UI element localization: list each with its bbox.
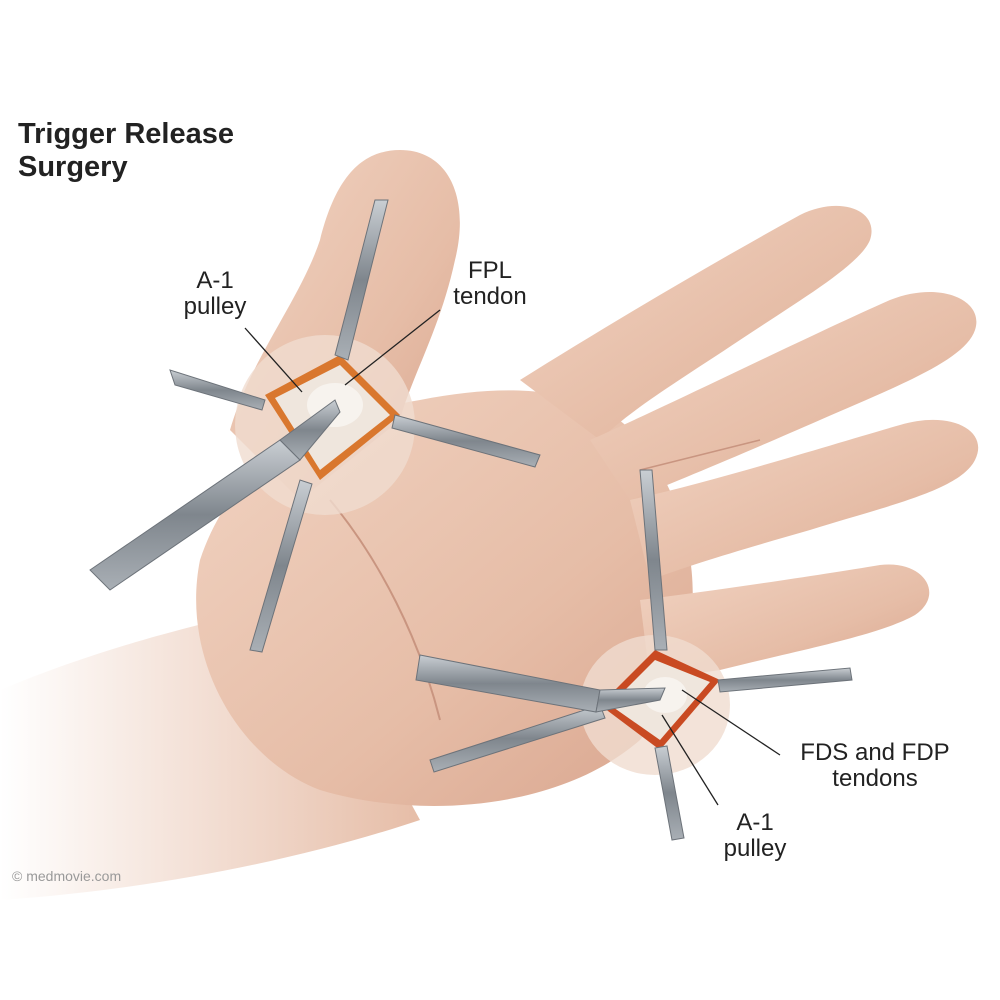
label-line: pulley [723,835,787,862]
label-line: pulley [183,293,247,320]
copyright: © medmovie.com [12,868,122,884]
label-fds-fdp-tendons: FDS and FDP tendons [780,740,970,792]
label-line: tendon [453,283,527,310]
little-finger [640,564,930,680]
title-line-2: Surgery [18,151,128,183]
retractors [169,199,853,841]
label-line: A-1 [196,267,234,294]
label-finger-a1-pulley: A-1 pulley [705,810,805,862]
title-line-1: Trigger Release [18,118,234,150]
middle-finger [590,291,977,500]
label-line: FDS and FDP [800,739,950,766]
diagram-title: Trigger Release Surgery [18,118,234,184]
label-line: FPL [467,257,512,284]
scalpels [89,399,666,713]
leader-lines [244,309,781,806]
ring-finger [630,419,979,580]
label-line: tendons [832,765,918,792]
label-fpl-tendon: FPL tendon [440,258,540,310]
label-line: A-1 [736,809,774,836]
label-thumb-a1-pulley: A-1 pulley [165,268,265,320]
index-finger [520,205,872,440]
